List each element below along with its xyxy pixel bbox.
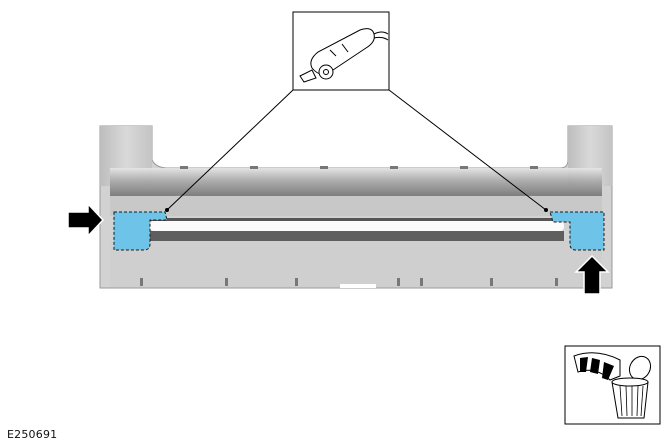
leader-lines [166, 89, 547, 211]
discard-bin-icon [564, 345, 661, 425]
up-arrow-pointer [574, 254, 610, 295]
panel-clips [140, 166, 558, 286]
right-cut-region [549, 211, 605, 251]
left-cut-region [113, 211, 168, 251]
figure-id-label: E250691 [7, 428, 58, 441]
cutting-tool-icon [292, 11, 390, 91]
left-arrow-pointer [67, 202, 105, 238]
bumper-panel [99, 125, 613, 289]
